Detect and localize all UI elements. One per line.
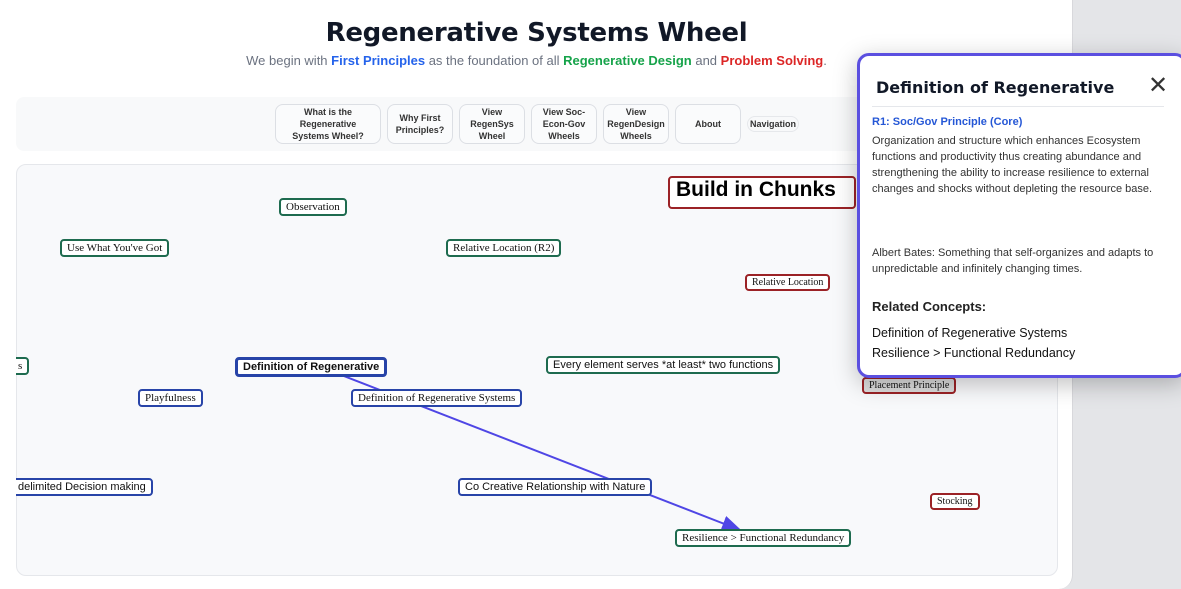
subtitle-text: as the foundation of all <box>425 53 564 68</box>
node-delimited-decision-making[interactable]: delimited Decision making <box>8 478 153 496</box>
node-every-element-two-functions[interactable]: Every element serves *at least* two func… <box>546 356 781 374</box>
node-relative-location-r2[interactable]: Relative Location (R2) <box>446 239 562 257</box>
node-relative-location[interactable]: Relative Location <box>745 274 831 291</box>
detail-panel: Definition of Regenerative ✕ R1: Soc/Gov… <box>857 53 1181 378</box>
build-in-chunks-label[interactable]: Build in Chunks <box>668 176 856 209</box>
page-subtitle: We begin with First Principles as the fo… <box>0 53 1073 68</box>
canvas-left-margin <box>0 340 16 540</box>
nav-view-regendesign-button[interactable]: View RegenDesign Wheels <box>602 104 669 144</box>
panel-title: Definition of Regenerative <box>876 78 1115 97</box>
panel-divider <box>872 106 1164 107</box>
related-item[interactable]: Definition of Regenerative Systems <box>872 326 1068 340</box>
subtitle-first-principles: First Principles <box>331 53 426 68</box>
node-co-creative-relationship[interactable]: Co Creative Relationship with Nature <box>458 478 653 496</box>
node-resilience-functional-redundancy[interactable]: Resilience > Functional Redundancy <box>675 529 852 547</box>
nav-view-regensys-button[interactable]: View RegenSys Wheel <box>458 104 525 144</box>
subtitle-text: We begin with <box>246 53 332 68</box>
page-title: Regenerative Systems Wheel <box>325 18 748 48</box>
related-heading: Related Concepts: <box>872 299 987 314</box>
subtitle-text: . <box>823 53 827 68</box>
close-icon[interactable]: ✕ <box>1148 72 1169 99</box>
node-use-what-youve-got[interactable]: Use What You've Got <box>60 239 170 257</box>
nav-about-button[interactable]: About <box>674 104 741 144</box>
nav-view-soc-econ-gov-button[interactable]: View Soc-Econ-Gov Wheels <box>530 104 597 144</box>
nav-why-first-principles-button[interactable]: Why First Principles? <box>386 104 453 144</box>
node-definition-of-regenerative-systems[interactable]: Definition of Regenerative Systems <box>351 389 523 407</box>
panel-quote: Albert Bates: Something that self-organi… <box>872 247 1154 275</box>
node-definition-of-regenerative[interactable]: Definition of Regenerative <box>235 357 388 377</box>
subtitle-regen-design: Regenerative Design <box>563 53 692 68</box>
subtitle-problem-solving: Problem Solving <box>720 53 824 68</box>
panel-description: Organization and structure which enhance… <box>872 135 1153 195</box>
related-item[interactable]: Resilience > Functional Redundancy <box>872 346 1076 360</box>
nav-navigation-button[interactable]: Navigation <box>746 116 799 132</box>
panel-category: R1: Soc/Gov Principle (Core) <box>872 116 1023 128</box>
node-placement-principle[interactable]: Placement Principle <box>862 377 957 394</box>
node-playfulness[interactable]: Playfulness <box>138 389 203 407</box>
subtitle-text: and <box>691 53 721 68</box>
node-stocking[interactable]: Stocking <box>930 493 980 510</box>
node-observation[interactable]: Observation <box>279 198 347 216</box>
nav-what-is-button[interactable]: What is the Regenerative Systems Wheel? <box>274 104 381 144</box>
